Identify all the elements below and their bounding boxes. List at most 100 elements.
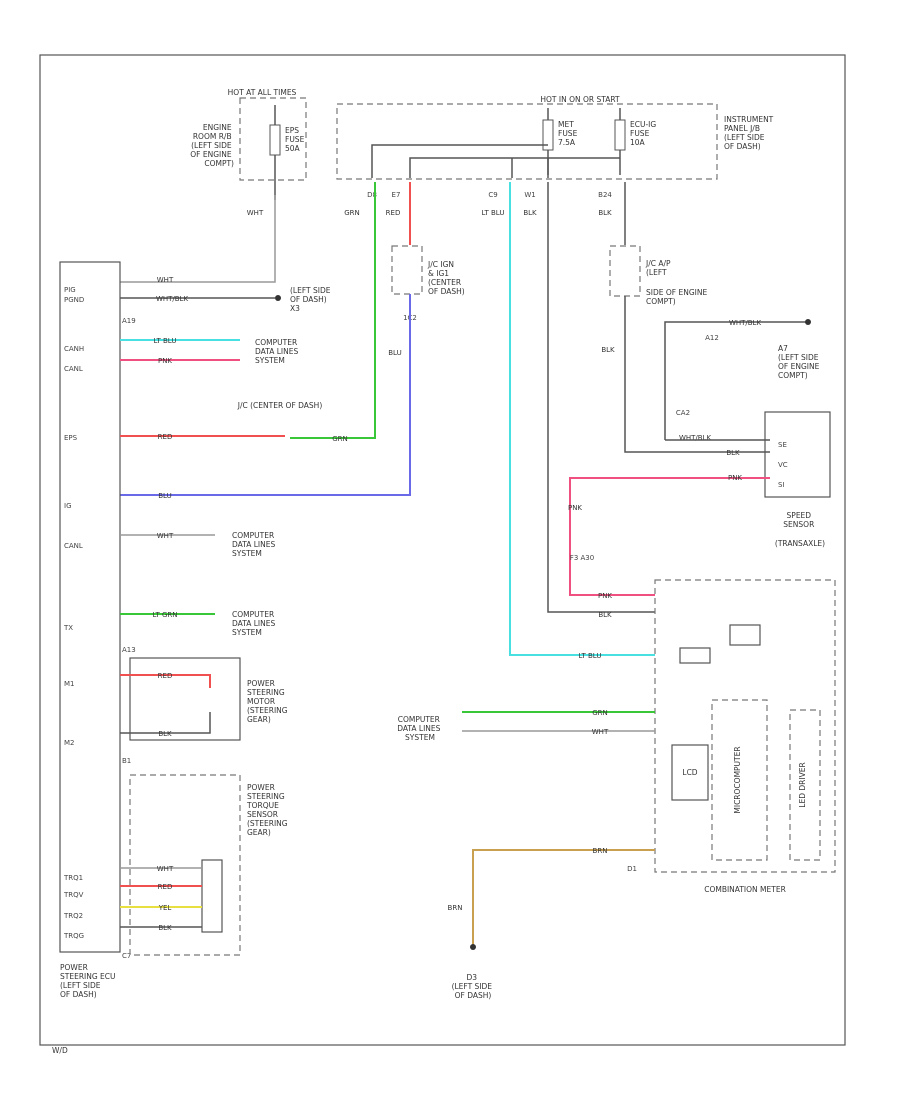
wire-label-grn-meter: GRN: [592, 709, 608, 717]
wire-ltblu-meter: [509, 182, 655, 656]
ecu-terminal-labels: PIG PGND CANH CANL EPS IG CANL TX M1 M2 …: [63, 286, 87, 940]
speed-sensor-label: SPEED SENSOR (TRANSAXLE): [775, 511, 825, 548]
wire-brn-ground: [472, 849, 655, 945]
wire-label-blk-4: BLK: [601, 346, 615, 354]
engine-room-rb-label: ENGINE ROOM R/B (LEFT SIDE OF ENGINE COM…: [190, 123, 234, 168]
wire-label-ltblu-2: LT BLU: [579, 652, 602, 660]
wire-label-pnk-canl: PNK: [158, 357, 172, 365]
wire-label-grn-1: GRN: [344, 209, 360, 217]
wire-wht-blk-a7: [664, 321, 808, 440]
wire-label-yel-trq: YEL: [158, 904, 172, 912]
ps-motor-label: POWER STEERING MOTOR (STEERING GEAR): [247, 679, 290, 724]
ps-torque-box: [129, 774, 241, 956]
wire-label-blu-2: BLU: [158, 492, 171, 500]
pgnd-ground-label: (LEFT SIDE OF DASH) X3: [290, 286, 333, 313]
computer-data-label-1: COMPUTER DATA LINES SYSTEM: [255, 338, 301, 365]
conn-f3-a30: F3 A30: [570, 554, 594, 562]
wire-label-pnk-1: PNK: [728, 474, 742, 482]
jb-bus-left: [371, 144, 548, 178]
wire-label-blk-1: BLK: [523, 209, 537, 217]
meter-micro-label: MICROCOMPUTER: [733, 746, 742, 813]
wire-label-whtblk-a7: WHT/BLK: [729, 319, 762, 327]
wire-label-wht-canl: WHT: [157, 532, 174, 540]
wire-label-brn-1: BRN: [593, 847, 608, 855]
speed-sensor-pin-vcc: VC: [778, 461, 788, 469]
met-fuse-symbol: [542, 119, 554, 151]
conn-a13: A13: [122, 646, 136, 654]
combination-meter-box: [654, 579, 836, 873]
power-steering-ecu-label: POWER STEERING ECU (LEFT SIDE OF DASH): [60, 963, 118, 999]
hot-in-on-label: HOT IN ON OR START: [540, 95, 620, 104]
wire-label-brn-2: BRN: [448, 904, 463, 912]
wire-pnk-speed: [569, 477, 770, 596]
wire-label-red-motor: RED: [158, 672, 173, 680]
conn-ca2: CA2: [676, 409, 690, 417]
jc-engine-label: J/C A/P (LEFT SIDE OF ENGINE COMPT): [645, 259, 710, 306]
ecu-ig-fuse-label: ECU-IG FUSE 10A: [630, 120, 659, 147]
computer-data-label-2: COMPUTER DATA LINES SYSTEM: [232, 531, 278, 558]
instrument-panel-jb-label: INSTRUMENT PANEL J/B (LEFT SIDE OF DASH): [724, 115, 776, 151]
conn-c9: C9: [488, 191, 497, 199]
computer-data-label-3: COMPUTER DATA LINES SYSTEM: [232, 610, 278, 637]
ps-motor-box: [129, 657, 241, 741]
meter-lcd-box: [671, 744, 709, 801]
wire-label-blu-1: BLU: [388, 349, 401, 357]
speed-sensor-pin-sig: SI: [778, 481, 785, 489]
instrument-panel-jb-box: [336, 103, 718, 180]
wire-label-pnk-3: PNK: [598, 592, 612, 600]
meter-led-label: LED DRIVER: [798, 762, 807, 807]
speed-sensor-box: [764, 411, 831, 498]
wire-red-motor: [120, 674, 211, 688]
wire-blu-ig: [120, 294, 411, 496]
conn-a12: A12: [705, 334, 719, 342]
meter-lamp-symbol: [729, 624, 761, 646]
wire-label-ltgrn-tx: LT GRN: [153, 611, 178, 619]
wire-label-ltblu-1: LT BLU: [482, 209, 505, 217]
ecu-ig-fuse-symbol: [614, 119, 626, 151]
wire-label-wht-trq: WHT: [157, 865, 174, 873]
a7-ground-point: [805, 319, 811, 325]
jc-ign-box: [391, 245, 423, 295]
bottom-ground-label: D3 (LEFT SIDE OF DASH): [452, 973, 495, 1000]
wire-label-blk-3: BLK: [598, 209, 612, 217]
wire-grn-eps: [290, 182, 376, 439]
wire-label-whtblk-b: WHT/BLK: [679, 434, 712, 442]
conn-d8: D8: [367, 191, 377, 199]
conn-a19: A19: [122, 317, 136, 325]
wire-label-ltblu-canh: LT BLU: [154, 337, 177, 345]
conn-b24: B24: [598, 191, 612, 199]
hot-at-all-times-label: HOT AT ALL TIMES: [228, 88, 297, 97]
wire-label-blk-trq: BLK: [158, 924, 172, 932]
eps-fuse-symbol: [269, 124, 281, 156]
jb-bus-right: [409, 157, 620, 178]
conn-e7: E7: [392, 191, 401, 199]
pgnd-ground-point: [275, 295, 281, 301]
wire-label-whtblk-pgnd: WHT/BLK: [156, 295, 189, 303]
wire-blk-meter: [547, 182, 655, 613]
diagram-frame: [39, 54, 846, 1046]
wire-label-grn-2: GRN: [332, 435, 348, 443]
meter-resistor-symbol: [679, 647, 711, 664]
jc-center-dash-label: J/C (CENTER OF DASH): [237, 401, 323, 410]
wire-label-wht-1: WHT: [247, 209, 264, 217]
conn-d1: D1: [627, 865, 637, 873]
wire-blk-speed-sensor: [624, 296, 770, 453]
meter-micro-box: [711, 699, 768, 861]
wire-label-red-trq: RED: [158, 883, 173, 891]
bottom-ground-point: [470, 944, 476, 950]
meter-led-box: [789, 709, 821, 861]
wire-label-red-eps: RED: [158, 433, 173, 441]
conn-c7: C7: [122, 952, 131, 960]
jc-engine-box: [609, 245, 641, 297]
conn-b1: B1: [122, 757, 131, 765]
conn-w1: W1: [524, 191, 535, 199]
met-fuse-label: MET FUSE 7.5A: [558, 120, 580, 147]
jc-ign-label: J/C IGN & IG1 (CENTER OF DASH): [427, 260, 465, 296]
meter-lcd-label: LCD: [682, 768, 697, 777]
computer-data-label-4: COMPUTER DATA LINES SYSTEM: [397, 715, 443, 742]
footer-ref: W/D: [52, 1046, 68, 1055]
wire-label-pnk-2: PNK: [568, 504, 582, 512]
wire-label-blk-5: BLK: [726, 449, 740, 457]
